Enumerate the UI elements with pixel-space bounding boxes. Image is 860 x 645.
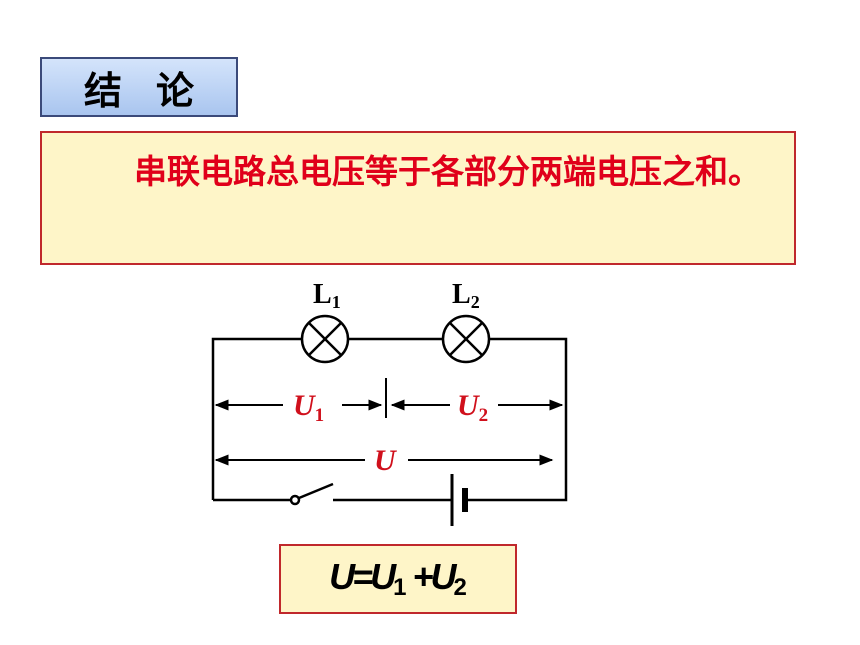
formula-plus: +: [412, 556, 434, 597]
formula-box: U=U1+U2: [279, 544, 517, 614]
u-total-label: U: [374, 444, 397, 477]
lamp1-letter: L: [313, 279, 332, 310]
battery-icon: [450, 474, 468, 526]
u1-label: U1: [293, 389, 324, 426]
lamp1-sub: 1: [332, 292, 341, 312]
conclusion-box: 串联电路总电压等于各部分两端电压之和。: [40, 131, 796, 265]
lamp1-label: L1: [313, 279, 341, 312]
u1-letter: U: [293, 389, 316, 422]
switch-icon: [289, 482, 334, 506]
heading-box: 结论: [40, 57, 238, 117]
formula-term2-sub: 2: [453, 574, 467, 601]
lamp2-sub: 2: [471, 292, 480, 312]
u2-sub: 2: [479, 405, 489, 426]
formula-term1-sub: 1: [393, 574, 407, 601]
lamp-icon: [300, 314, 350, 364]
formula-lhs: U: [329, 556, 355, 597]
u-total-letter: U: [374, 444, 397, 477]
u1-sub: 1: [315, 405, 325, 426]
u2-label: U2: [457, 389, 488, 426]
circuit-wires: [211, 337, 568, 502]
formula-term2: U: [430, 556, 457, 597]
formula: U=U1+U2: [329, 556, 467, 602]
conclusion-text: 串联电路总电压等于各部分两端电压之和。: [134, 152, 761, 191]
formula-term1: U: [370, 556, 396, 597]
heading-title: 结论: [83, 68, 228, 113]
lamp2-letter: L: [452, 279, 471, 310]
u2-letter: U: [457, 389, 480, 422]
lamp-icon: [441, 314, 491, 364]
lamp2-label: L2: [452, 279, 480, 312]
formula-equals: =: [352, 556, 373, 597]
